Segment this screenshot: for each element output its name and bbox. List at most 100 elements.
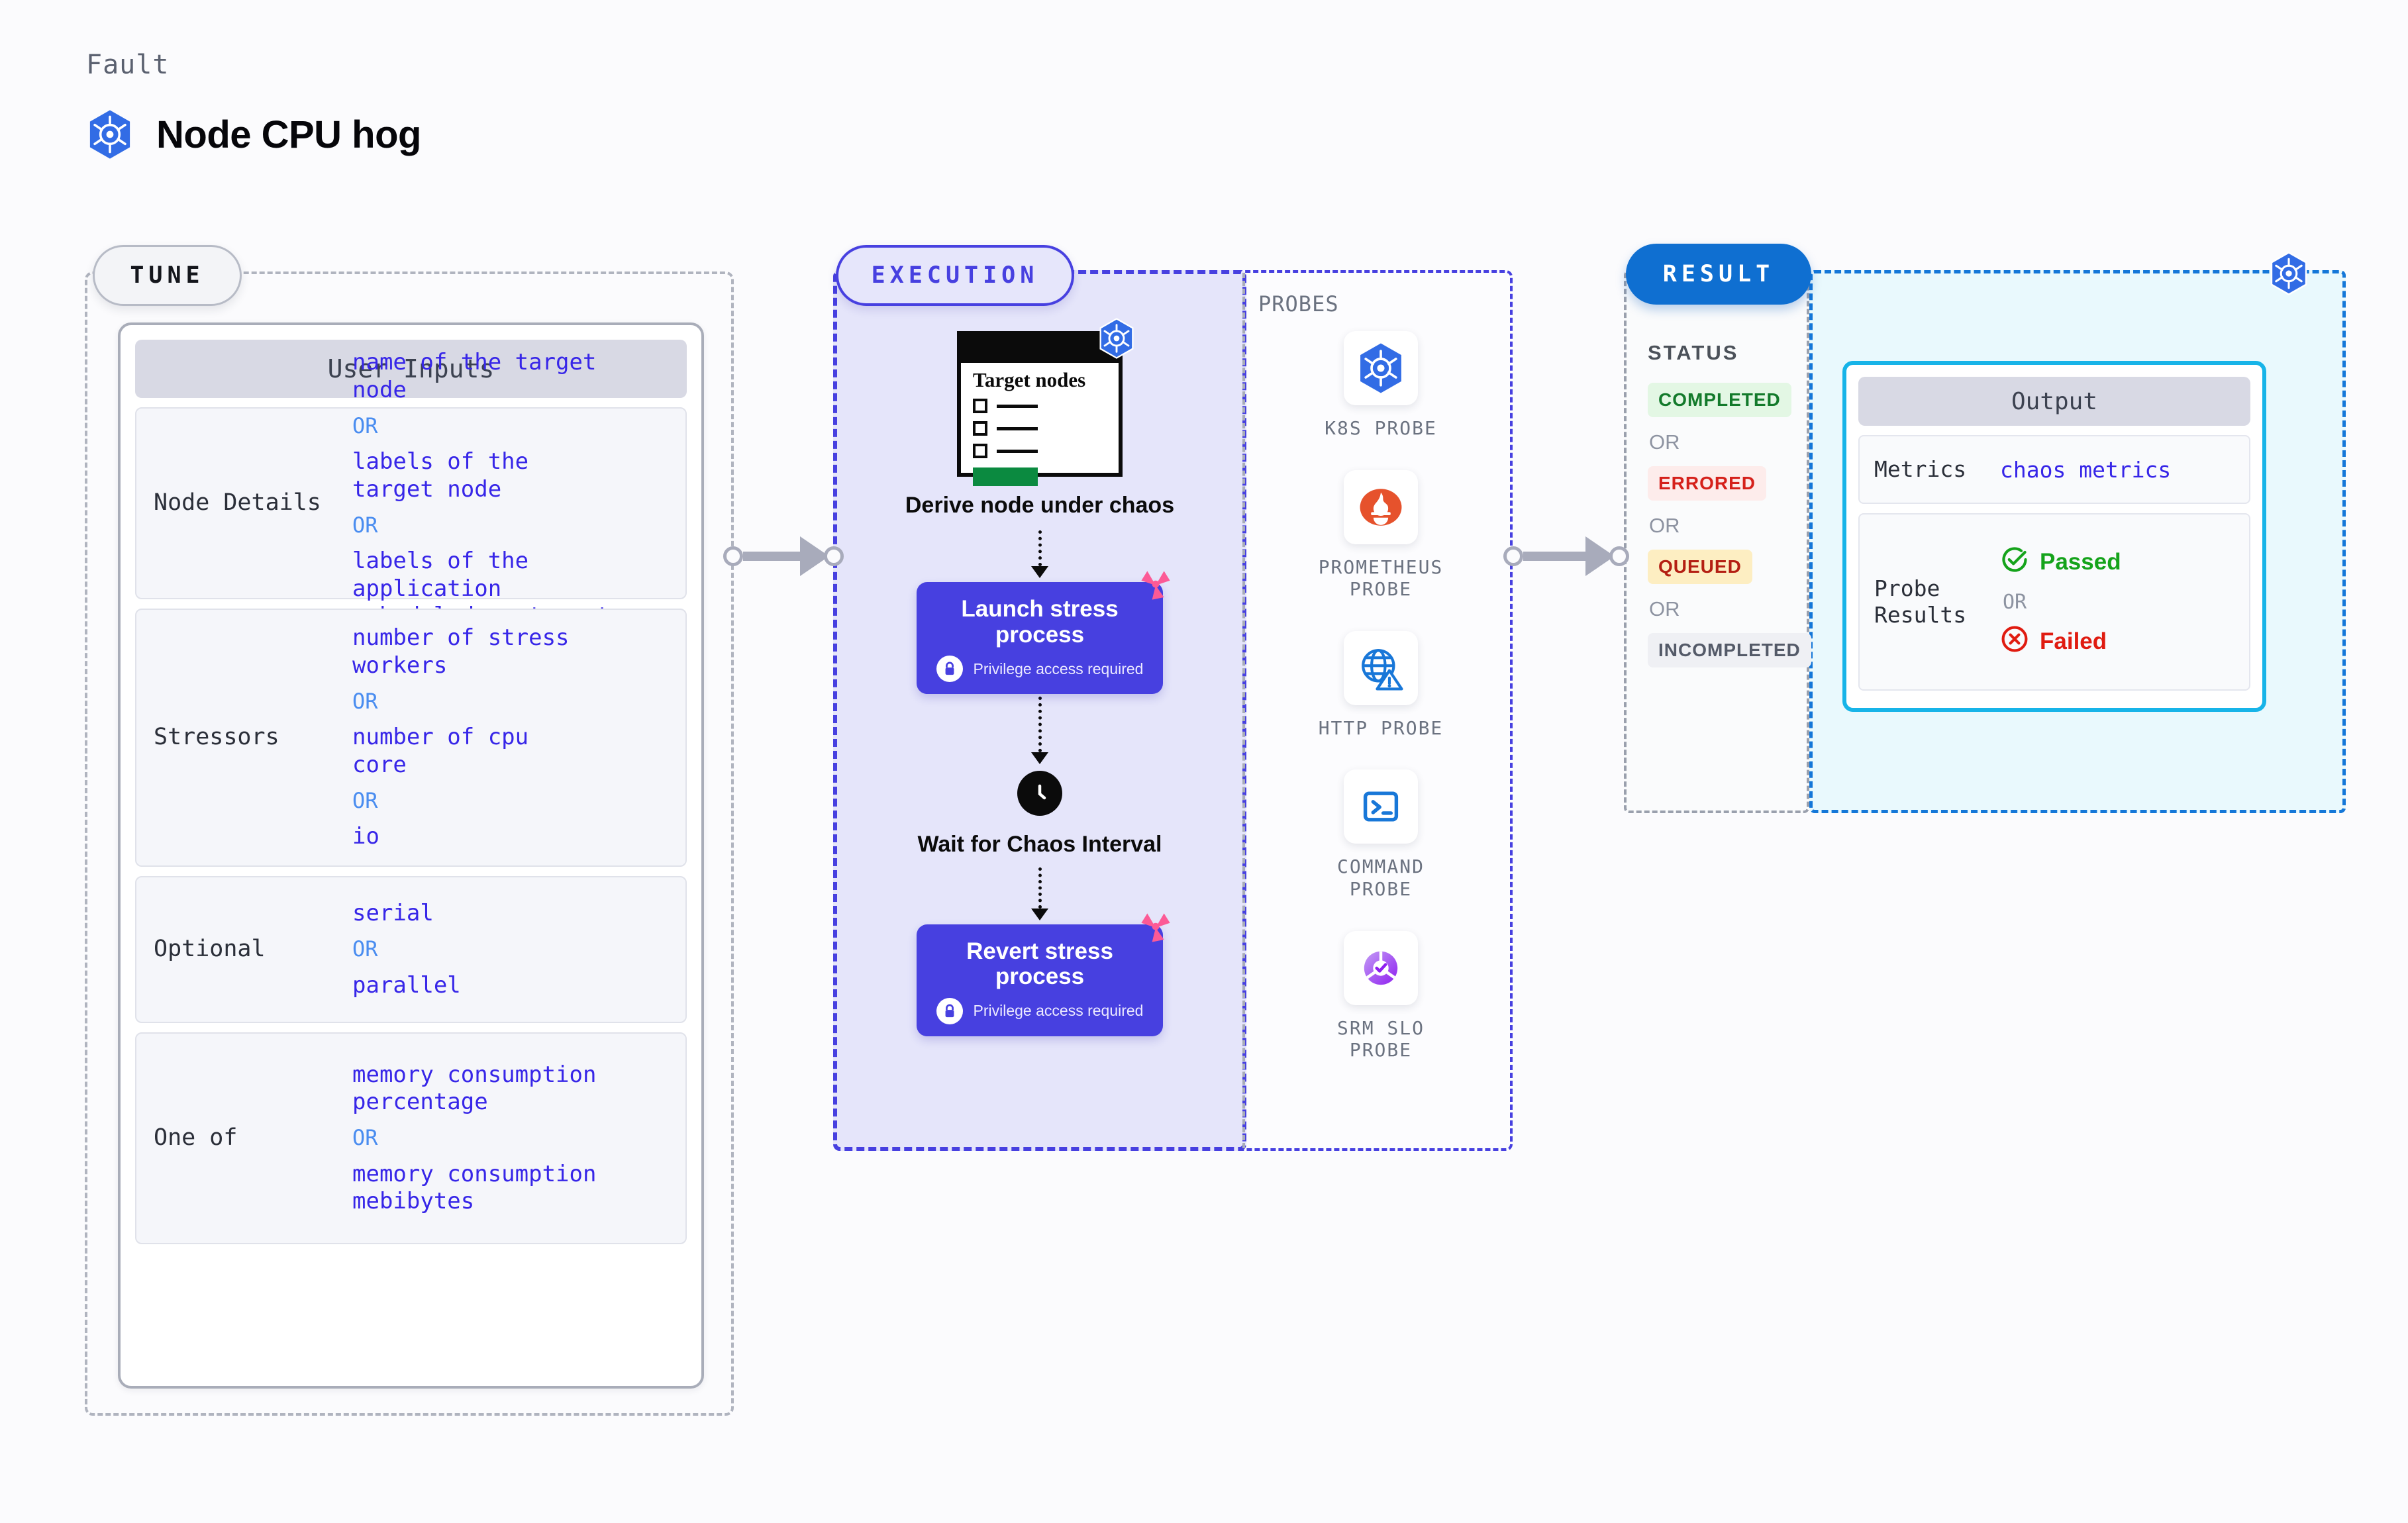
checklist-item bbox=[973, 399, 1109, 414]
or-separator: OR bbox=[352, 936, 378, 962]
input-value: name of the target node bbox=[352, 349, 597, 403]
input-key: Node Details bbox=[154, 489, 321, 516]
step-note: Privilege access required bbox=[973, 1002, 1144, 1020]
connector-dot bbox=[1609, 546, 1629, 566]
probe-label: HTTP PROBE bbox=[1318, 716, 1444, 739]
list-line bbox=[997, 449, 1038, 453]
status-badge-list: COMPLETED OR ERRORED OR QUEUED OR INCOMP… bbox=[1648, 383, 1811, 667]
prometheus-icon bbox=[1343, 469, 1418, 544]
lock-icon bbox=[936, 656, 963, 683]
output-title: Output bbox=[1858, 377, 2250, 426]
probe-item-http[interactable]: HTTP PROBE bbox=[1318, 630, 1444, 740]
or-separator: OR bbox=[352, 513, 378, 538]
probes-divider bbox=[1242, 273, 1245, 1148]
probe-result-passed: Passed bbox=[2000, 545, 2121, 580]
checklist-item bbox=[973, 444, 1109, 459]
input-value: number of stress workers bbox=[352, 624, 570, 679]
probes-list: K8S PROBE PROMETHEUS PROBE HTTP PROBE CO… bbox=[1278, 331, 1483, 1061]
connector-line bbox=[743, 552, 801, 561]
ribbon-icon bbox=[1138, 567, 1174, 607]
input-row-optional: Optional serial OR parallel bbox=[135, 876, 687, 1023]
probes-label: PROBES bbox=[1258, 291, 1339, 317]
output-value: chaos metrics bbox=[2000, 456, 2172, 483]
checkbox-icon bbox=[973, 421, 987, 436]
kubernetes-icon bbox=[1097, 318, 1136, 362]
flow-arrow bbox=[1031, 530, 1048, 579]
probe-label: K8S PROBE bbox=[1325, 417, 1437, 439]
step-card-launch-stress-process[interactable]: Launch stress process Privilege access r… bbox=[917, 571, 1170, 695]
kubernetes-icon bbox=[1344, 331, 1418, 405]
step-title: Revert stress process bbox=[966, 938, 1113, 990]
flow-arrow bbox=[1031, 697, 1048, 765]
probe-result-failed: Failed bbox=[2000, 624, 2121, 660]
status-badge: COMPLETED bbox=[1648, 383, 1791, 417]
probe-result-label: Passed bbox=[2040, 549, 2121, 575]
input-value: io bbox=[352, 823, 379, 850]
input-row-stressors: Stressors number of stress workers OR nu… bbox=[135, 609, 687, 867]
input-value: labels of the target node bbox=[352, 448, 529, 503]
flow-arrow bbox=[1031, 867, 1048, 920]
or-separator: OR bbox=[352, 788, 378, 814]
input-row-one-of: One of memory consumption percentage OR … bbox=[135, 1032, 687, 1244]
checkbox-icon bbox=[973, 399, 987, 414]
output-row-probe-results: Probe Results Passed OR Failed bbox=[1858, 513, 2250, 691]
or-separator: OR bbox=[1649, 430, 1680, 454]
connector-line bbox=[1523, 552, 1587, 561]
input-value: memory consumption mebibytes bbox=[352, 1160, 597, 1214]
clock-icon bbox=[1017, 771, 1062, 816]
connector-dot bbox=[723, 546, 743, 566]
step-card-revert-stress-process[interactable]: Revert stress process Privilege access r… bbox=[917, 913, 1170, 1036]
step-caption: Wait for Chaos Interval bbox=[917, 832, 1162, 858]
input-value: memory consumption percentage bbox=[352, 1061, 597, 1116]
fault-title-row: Node CPU hog bbox=[86, 109, 421, 160]
step-caption: Derive node under chaos bbox=[905, 493, 1175, 518]
fault-kicker: Fault bbox=[86, 50, 170, 80]
input-key: One of bbox=[154, 1124, 238, 1152]
terminal-icon bbox=[1343, 769, 1418, 844]
output-row-metrics: Metrics chaos metrics bbox=[1858, 435, 2250, 504]
status-bar bbox=[973, 467, 1038, 487]
target-nodes-title: Target nodes bbox=[973, 368, 1086, 391]
execution-pill: EXECUTION bbox=[836, 245, 1074, 306]
probe-item-prometheus[interactable]: PROMETHEUS PROBE bbox=[1319, 469, 1444, 601]
status-label: STATUS bbox=[1648, 341, 1739, 364]
output-card: Output Metrics chaos metrics Probe Resul… bbox=[1842, 361, 2266, 712]
step-title: Launch stress process bbox=[961, 596, 1119, 648]
checkbox-icon bbox=[973, 444, 987, 459]
check-circle-icon bbox=[2000, 545, 2029, 580]
kubernetes-icon bbox=[2268, 251, 2309, 299]
user-inputs-title: User Inputs bbox=[135, 340, 687, 398]
or-separator: OR bbox=[2003, 590, 2027, 614]
or-separator: OR bbox=[1649, 514, 1680, 537]
ribbon-icon bbox=[1138, 910, 1174, 949]
input-value: parallel bbox=[352, 971, 461, 999]
or-separator: OR bbox=[352, 1125, 378, 1151]
input-key: Optional bbox=[154, 936, 266, 963]
or-separator: OR bbox=[352, 413, 378, 439]
result-pill: RESULT bbox=[1626, 244, 1811, 305]
list-line bbox=[997, 426, 1038, 430]
probe-label: SRM SLO PROBE bbox=[1336, 1016, 1425, 1061]
probe-item-srm-slo[interactable]: SRM SLO PROBE bbox=[1336, 930, 1425, 1061]
probe-item-k8s[interactable]: K8S PROBE bbox=[1325, 331, 1437, 440]
input-value: number of cpu core bbox=[352, 724, 529, 778]
execution-flow: Target nodes Derive node under chaos Lau… bbox=[881, 318, 1199, 1036]
or-separator: OR bbox=[1649, 597, 1680, 620]
globe-warning-icon bbox=[1343, 630, 1418, 705]
output-key: Probe Results bbox=[1874, 575, 1967, 628]
page-title: Node CPU hog bbox=[156, 113, 421, 156]
card-titlebar bbox=[961, 335, 1119, 363]
connector-dot bbox=[824, 546, 844, 566]
probe-result-label: Failed bbox=[2040, 628, 2107, 654]
connector-execution-to-result bbox=[1503, 536, 1629, 576]
input-value: serial bbox=[352, 900, 434, 927]
x-circle-icon bbox=[2000, 624, 2029, 660]
probe-item-command[interactable]: COMMAND PROBE bbox=[1337, 769, 1425, 900]
tune-pill: TUNE bbox=[93, 245, 242, 306]
input-key: Stressors bbox=[154, 724, 279, 751]
tune-panel bbox=[85, 271, 734, 1416]
checklist-item bbox=[973, 421, 1109, 436]
step-note: Privilege access required bbox=[973, 660, 1144, 677]
user-inputs-card: User Inputs Node Details name of the tar… bbox=[118, 322, 704, 1389]
connector-tune-to-execution bbox=[723, 536, 844, 576]
